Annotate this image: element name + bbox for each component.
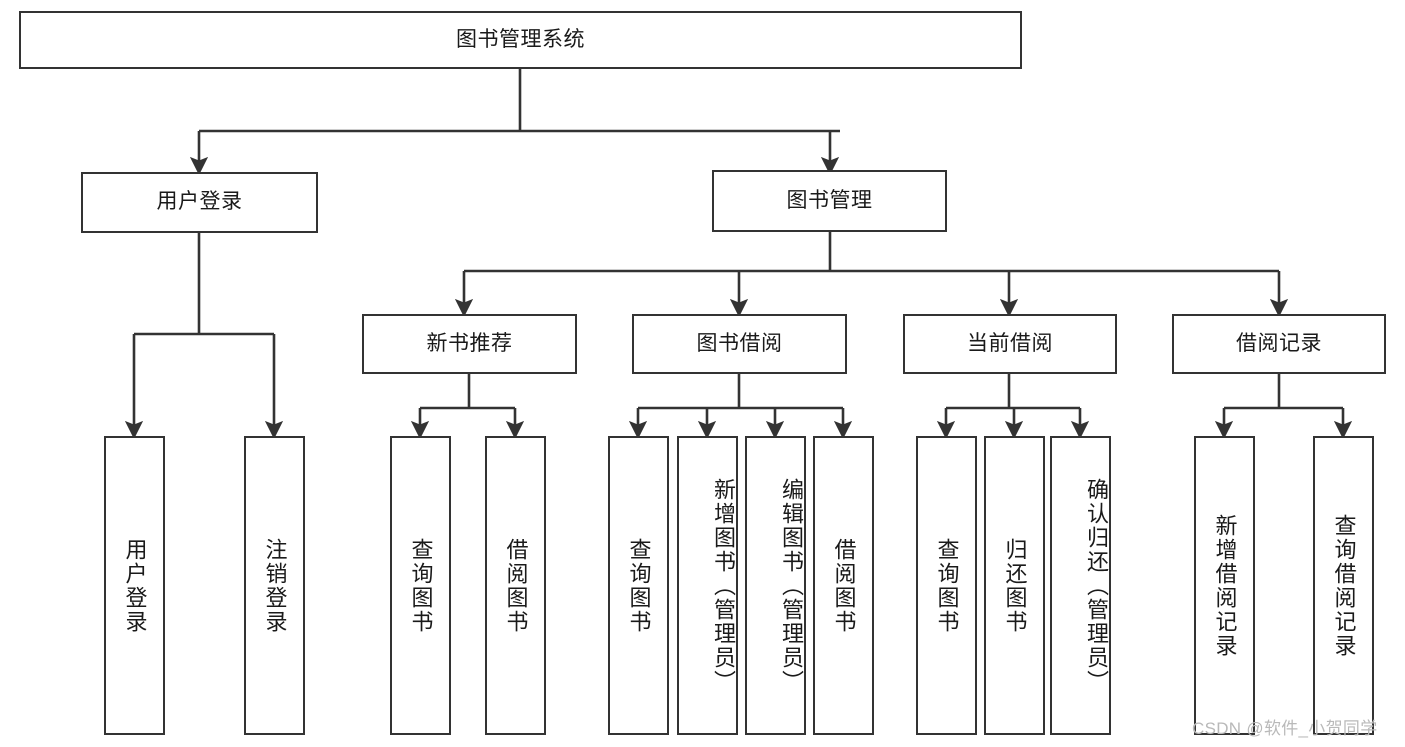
node-new-book-recommend[interactable]: 新书推荐 xyxy=(362,314,577,374)
leaf-current-query-book[interactable]: 查询图书 xyxy=(916,436,977,735)
leaf-logout[interactable]: 注销登录 xyxy=(244,436,305,735)
leaf-borrow-query-book[interactable]: 查询图书 xyxy=(608,436,669,735)
leaf-current-return-book[interactable]: 归还图书 xyxy=(984,436,1045,735)
node-borrow-record[interactable]: 借阅记录 xyxy=(1172,314,1386,374)
leaf-borrow-borrow-book[interactable]: 借阅图书 xyxy=(813,436,874,735)
leaf-current-confirm-return[interactable]: 确认归还（管理员） xyxy=(1050,436,1111,735)
node-book-borrow[interactable]: 图书借阅 xyxy=(632,314,847,374)
leaf-borrow-add-book[interactable]: 新增图书（管理员） xyxy=(677,436,738,735)
leaf-record-add[interactable]: 新增借阅记录 xyxy=(1194,436,1255,735)
leaf-recommend-query-book[interactable]: 查询图书 xyxy=(390,436,451,735)
node-user-login[interactable]: 用户登录 xyxy=(81,172,318,233)
node-current-borrow[interactable]: 当前借阅 xyxy=(903,314,1117,374)
leaf-recommend-borrow-book[interactable]: 借阅图书 xyxy=(485,436,546,735)
leaf-user-login[interactable]: 用户登录 xyxy=(104,436,165,735)
node-book-manage[interactable]: 图书管理 xyxy=(712,170,947,232)
leaf-record-query[interactable]: 查询借阅记录 xyxy=(1313,436,1374,735)
node-root[interactable]: 图书管理系统 xyxy=(19,11,1022,69)
csdn-watermark: CSDN @软件_小贺同学 xyxy=(1192,719,1378,738)
leaf-borrow-edit-book[interactable]: 编辑图书（管理员） xyxy=(745,436,806,735)
